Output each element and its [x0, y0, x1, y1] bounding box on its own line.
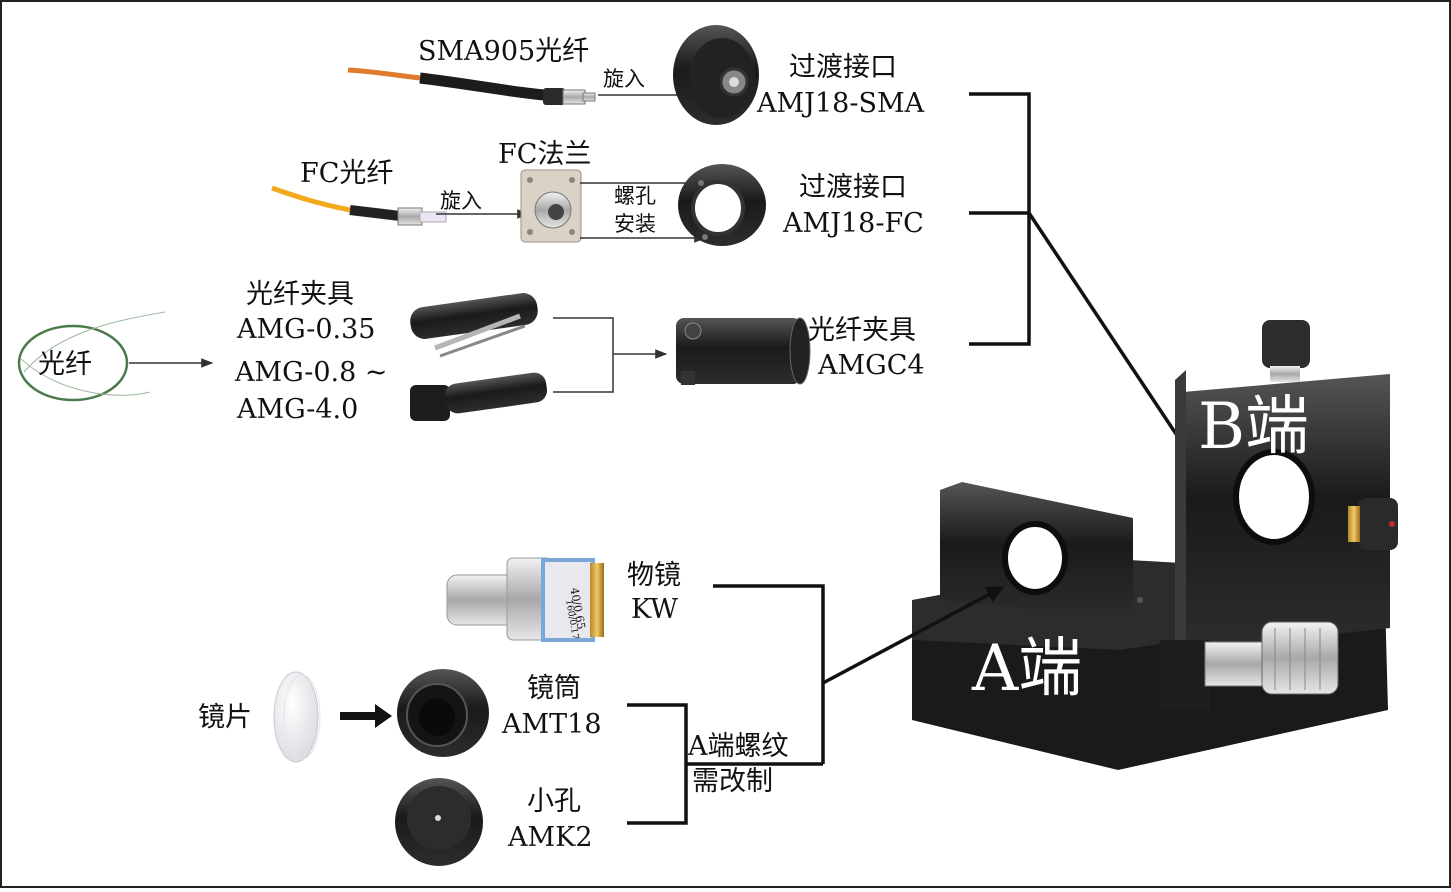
tube-title: 镜筒 [527, 673, 581, 704]
fc-fiber-label: FC光纤 [300, 158, 393, 189]
tube-model: AMT18 [501, 709, 602, 740]
adapter-fc-model: AMJ18-FC [782, 208, 924, 239]
clamp-035-image [410, 293, 538, 358]
clamp-model-2: AMG-0.8 ~ [234, 357, 387, 388]
lens-image [273, 671, 321, 763]
b-end-bracket [969, 92, 1031, 346]
clamp-08-40-image [410, 372, 548, 421]
pinhole-model: AMK2 [507, 822, 593, 853]
clamp-model-3: AMG-4.0 [236, 394, 358, 425]
clamp-adapter-model: AMGC4 [817, 350, 925, 381]
adapter-sma-image [673, 25, 759, 125]
mount-image [912, 320, 1398, 770]
clamp-bracket [553, 317, 614, 393]
tube-pinhole-bracket [627, 703, 688, 825]
lens-label: 镜片 [198, 702, 252, 733]
thread-note-2: 需改制 [692, 766, 773, 797]
adapter-fc-title: 过渡接口 [799, 172, 907, 203]
sma-fiber-label: SMA905光纤 [418, 36, 589, 67]
fiber-circle-label: 光纤 [38, 349, 92, 380]
objective-model: KW [631, 594, 678, 625]
fiber-circle [17, 311, 166, 402]
fc-flange-image [520, 169, 582, 243]
b-end-label: B端 [1198, 390, 1309, 464]
adapter-fc-image [678, 164, 766, 246]
a-end-arrow [822, 586, 1005, 685]
pinhole-title: 小孔 [527, 786, 581, 817]
screw-in-label-1: 旋入 [603, 67, 645, 91]
screw-mount-label-1: 螺孔 [614, 184, 656, 208]
objective-title: 物镜 [627, 560, 681, 591]
fc-flange-label: FC法兰 [498, 139, 591, 170]
fc-fiber-image [271, 185, 447, 226]
thread-note-1: A端螺纹 [687, 731, 789, 762]
clamp-title: 光纤夹具 [246, 279, 354, 310]
a-end-label: A端 [971, 632, 1082, 706]
adapter-sma-model: AMJ18-SMA [756, 88, 925, 119]
clamp-model-1: AMG-0.35 [236, 314, 375, 345]
objective-image: 40/0.65 160/0.17 [446, 557, 604, 642]
objective-bracket [713, 584, 825, 764]
sma-fiber-image [347, 67, 596, 105]
adapter-sma-title: 过渡接口 [789, 52, 897, 83]
lens-to-tube-arrow [340, 704, 392, 728]
clamp-adapter-image [676, 317, 811, 385]
screw-in-label-2: 旋入 [440, 189, 482, 213]
pinhole-image [395, 778, 483, 866]
clamp-adapter-title: 光纤夹具 [808, 315, 916, 346]
screw-mount-label-2: 安装 [614, 212, 656, 236]
tube-image [397, 669, 489, 757]
